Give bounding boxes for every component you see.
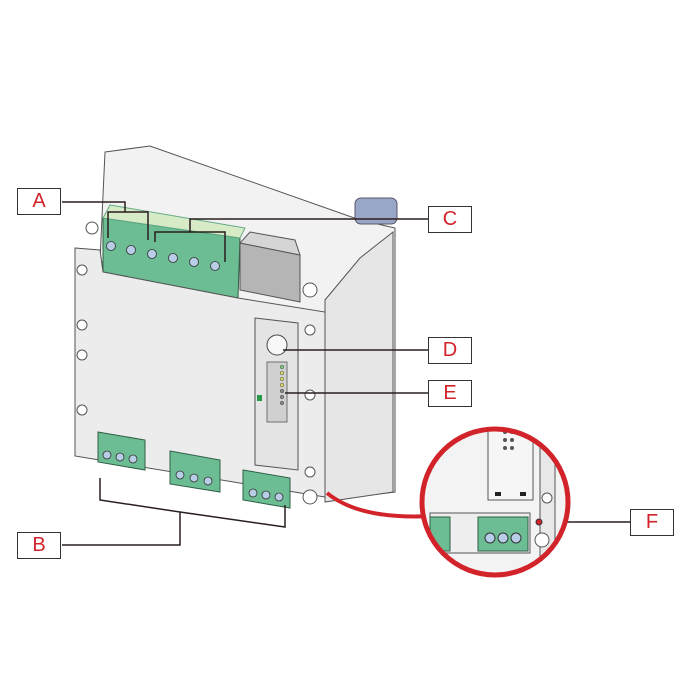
leader-lines: [62, 201, 630, 546]
rotary-switch: [266, 334, 288, 356]
label-d: D: [428, 337, 472, 364]
callout-connector: [325, 491, 433, 519]
status-leds: [279, 364, 285, 406]
label-f: F: [630, 509, 674, 536]
top-terminal-screws: [106, 241, 220, 271]
blue-tab: [354, 197, 398, 225]
callout-circle: [419, 426, 571, 578]
callout-detail: [422, 429, 568, 575]
label-e: E: [428, 380, 472, 407]
label-a: A: [17, 188, 61, 215]
label-c: C: [428, 206, 472, 233]
mounting-holes: [76, 221, 318, 505]
label-b: B: [17, 532, 61, 559]
